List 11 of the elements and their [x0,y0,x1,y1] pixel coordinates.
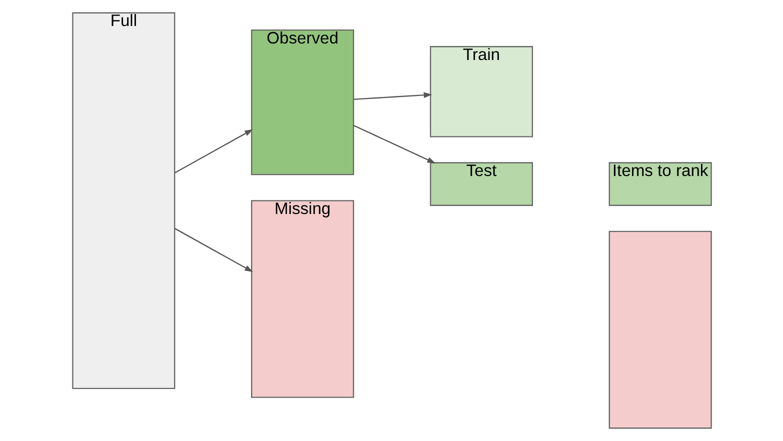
node-box: Test [429,162,532,206]
arrow [353,125,436,164]
node-box [608,230,712,429]
arrow [174,129,252,174]
node-box: Missing [250,200,354,398]
arrow [174,228,252,272]
node-box: Observed [250,29,354,176]
node-box: Items to rank [608,162,712,206]
arrow [353,92,432,100]
node-box: Train [429,46,532,138]
node-box: Full [72,12,175,390]
